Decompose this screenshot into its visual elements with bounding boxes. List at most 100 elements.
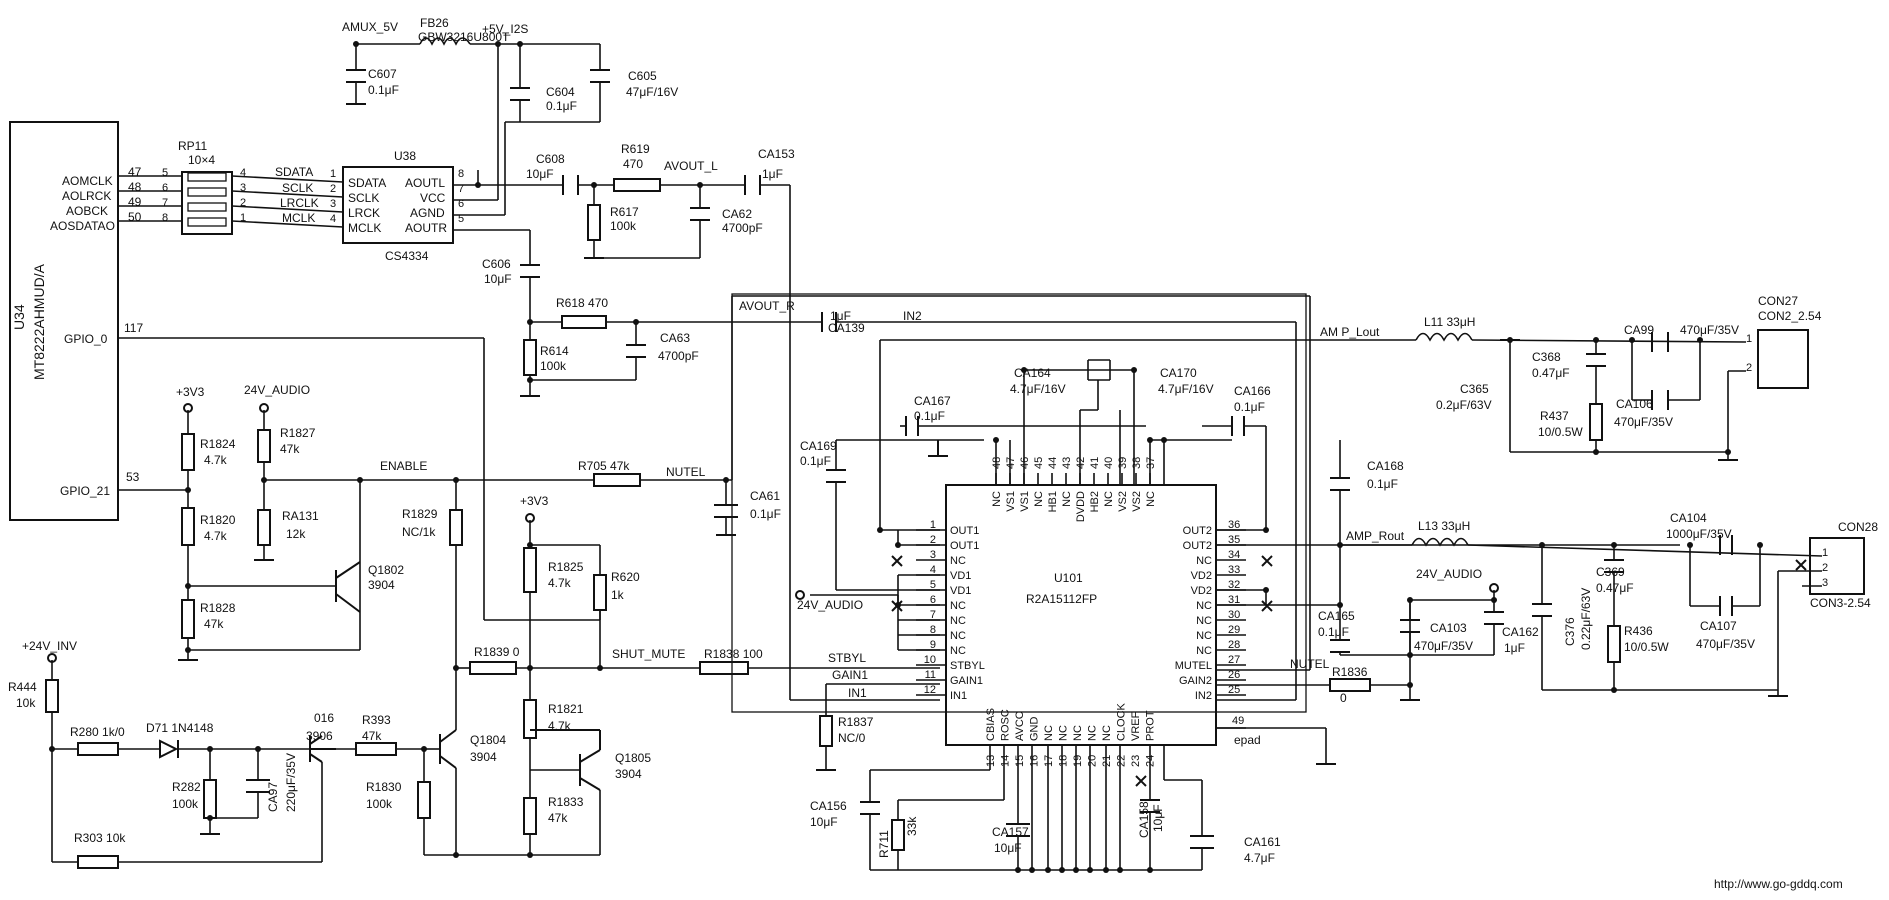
- con27-connector: [1757, 329, 1809, 389]
- label-con28: CON28: [1838, 520, 1878, 534]
- capacitors: [246, 69, 1733, 849]
- label-aoutl: AOUTL: [405, 176, 445, 190]
- label-c604: C604: [546, 85, 575, 99]
- label-c369: C369: [1596, 565, 1625, 579]
- label-ca157v: 10μF: [994, 841, 1022, 855]
- label-ca97: CA97: [266, 782, 280, 812]
- label-gpio0: GPIO_0: [64, 332, 108, 346]
- u101-pin-36-number: 36: [1228, 519, 1240, 531]
- u101-pin-48-number: 48: [991, 457, 1003, 469]
- label-ca164v: 4.7μF/16V: [1010, 382, 1066, 396]
- label-r1836: R1836: [1332, 665, 1368, 679]
- u101-pin-28-number: 28: [1228, 639, 1240, 651]
- label-ca153: CA153: [758, 147, 795, 161]
- label-r1828: R1828: [200, 601, 236, 615]
- label-r1836v: 0: [1340, 691, 1347, 705]
- label-rp11v: 10×4: [188, 153, 215, 167]
- label-ca106: CA106: [1616, 397, 1653, 411]
- label-ca63v: 4700pF: [658, 349, 699, 363]
- u101-pin-6-number: 6: [930, 594, 936, 606]
- label-r1827v: 47k: [280, 442, 300, 456]
- u101-pin-34-number: 34: [1228, 549, 1240, 561]
- u101-pin-2-name: OUT1: [950, 540, 979, 552]
- u101-pin-33-name: VD2: [1191, 570, 1212, 582]
- label-ca139v: 1μF: [830, 309, 851, 323]
- u101-pin-26-number: 26: [1228, 669, 1240, 681]
- label-r444: R444: [8, 680, 37, 694]
- u101-pin-20-name: NC: [1087, 725, 1099, 741]
- diode-d71: [159, 739, 179, 759]
- u101-pin-39-number: 39: [1117, 457, 1129, 469]
- u101-pin-14-number: 14: [1000, 755, 1012, 767]
- u101-pin-5-name: VD1: [950, 585, 971, 597]
- u101-pin-9-number: 9: [930, 639, 936, 651]
- label-aoutr: AOUTR: [405, 221, 447, 235]
- label-r1821v: 4.7k: [548, 719, 572, 733]
- label-p3v3a: +3V3: [176, 385, 205, 399]
- rp11-resistor-pack: [181, 171, 233, 235]
- u101-pin-40-number: 40: [1103, 457, 1115, 469]
- label-r1833: R1833: [548, 795, 584, 809]
- label-sdata: SDATA: [275, 165, 313, 179]
- label-ca157: CA157: [992, 825, 1029, 839]
- label-r1830: R1830: [366, 780, 402, 794]
- u101-pin-1-name: OUT1: [950, 525, 979, 537]
- u101-pin-27-number: 27: [1228, 654, 1240, 666]
- u101-pin-33-number: 33: [1228, 564, 1240, 576]
- label-ampr: AMP_Rout: [1346, 529, 1405, 543]
- label-r436v: 10/0.5W: [1624, 640, 1669, 654]
- u101-pin-49-number: 49: [1232, 715, 1244, 727]
- u101-pin-9-name: NC: [950, 645, 966, 657]
- label-n117: 117: [124, 321, 143, 335]
- u101-pin-37-name: NC: [1145, 491, 1157, 507]
- label-amux5v: AMUX_5V: [342, 20, 398, 34]
- label-fb26v: GBW3216U800T: [418, 30, 510, 44]
- u101-pin-7-number: 7: [930, 609, 936, 621]
- label-ca158v: 10μF: [1151, 804, 1165, 832]
- label-ca103v: 470μF/35V: [1414, 639, 1473, 653]
- u101-pin-30-name: NC: [1196, 615, 1212, 627]
- label-aobck: AOBCK: [66, 204, 108, 218]
- label-r1833v: 47k: [548, 811, 568, 825]
- label-c605v: 47μF/16V: [626, 85, 678, 99]
- label-ra131: RA131: [282, 509, 319, 523]
- label-ca97v: 220μF/35V: [284, 753, 298, 812]
- label-v24audioc: 24V_AUDIO: [1416, 567, 1482, 581]
- u101-pin-31-number: 31: [1228, 594, 1240, 606]
- label-nutela: NUTEL: [666, 465, 706, 479]
- label-q16v: 3906: [306, 729, 333, 743]
- label-r711: R711: [877, 830, 891, 858]
- label-n50: 50: [128, 210, 142, 224]
- u38-pin-3: 3: [330, 198, 336, 210]
- label-agnd: AGND: [410, 206, 445, 220]
- label-r282v: 100k: [172, 797, 199, 811]
- label-ca162v: 1μF: [1504, 641, 1525, 655]
- label-ca170: CA170: [1160, 366, 1197, 380]
- u101-pin-20-number: 20: [1087, 755, 1099, 767]
- label-ca165: CA165: [1318, 609, 1355, 623]
- label-ca166: CA166: [1234, 384, 1271, 398]
- label-gain1: GAIN1: [832, 668, 868, 682]
- label-ca168v: 0.1μF: [1367, 477, 1398, 491]
- label-q1805v: 3904: [615, 767, 642, 781]
- label-r1825v: 4.7k: [548, 576, 572, 590]
- con28-pin-3: 3: [1822, 577, 1828, 589]
- label-avoutl: AVOUT_L: [664, 159, 718, 173]
- u101-pin-43-name: NC: [1061, 491, 1073, 507]
- label-ca162: CA162: [1502, 625, 1539, 639]
- con28-pin-1: 1: [1822, 547, 1828, 559]
- label-u38sdata: SDATA: [348, 176, 386, 190]
- label-sclk: SCLK: [282, 181, 313, 195]
- label-ca63: CA63: [660, 331, 690, 345]
- label-u34a: U34: [11, 304, 27, 330]
- label-ca107v: 470μF/35V: [1696, 637, 1755, 651]
- u101-pin-44-name: HB1: [1047, 491, 1059, 512]
- label-r282: R282: [172, 780, 201, 794]
- u38-pin-1: 1: [330, 168, 336, 180]
- u101-chip: [945, 484, 1217, 746]
- label-rp11: RP11: [178, 139, 207, 153]
- label-v24audioa: 24V_AUDIO: [244, 383, 310, 397]
- con28-connector: [1809, 537, 1865, 595]
- label-c376v: 0.22μF/63V: [1579, 588, 1593, 650]
- label-cs4334: CS4334: [385, 249, 429, 263]
